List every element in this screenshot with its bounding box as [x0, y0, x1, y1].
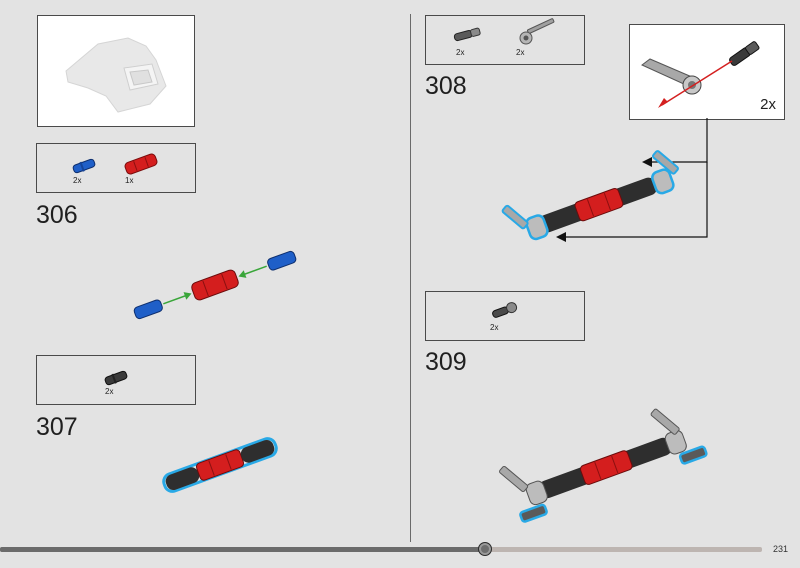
- vehicle-part-illustration: [65, 37, 167, 113]
- step-number: 309: [425, 348, 467, 376]
- page-number: 231: [772, 544, 788, 554]
- progress-fill: [0, 547, 485, 552]
- part-quantity: 1x: [125, 176, 134, 185]
- part-quantity: 2x: [73, 176, 82, 185]
- part-quantity: 2x: [516, 48, 525, 57]
- axle-with-bush-icon: [519, 18, 555, 45]
- callout-multiplier: 2x: [760, 96, 776, 113]
- column-divider: [410, 14, 411, 542]
- part-quantity: 2x: [105, 387, 114, 396]
- black-axle-connector-icon: [104, 370, 128, 386]
- gray-pin-with-bush-icon: [492, 302, 518, 318]
- parts-list-306: 2x 1x: [36, 143, 196, 193]
- assembly-307: [162, 437, 278, 493]
- progress-bar[interactable]: [0, 542, 762, 556]
- step-number: 307: [36, 413, 78, 441]
- step-number: 306: [36, 201, 78, 229]
- callout-arrows: [556, 118, 708, 242]
- assembly-308: [501, 150, 679, 241]
- subassembly-callout: 2x: [629, 24, 785, 120]
- gray-axle-pin-icon: [453, 27, 481, 42]
- parts-list-309: 2x: [425, 291, 585, 341]
- parts-list-307: 2x: [36, 355, 196, 405]
- assembly-306: [133, 250, 297, 320]
- parts-list-308: 2x 2x: [425, 15, 585, 65]
- progress-handle[interactable]: [477, 542, 492, 556]
- part-quantity: 2x: [490, 323, 499, 332]
- red-axle-connector-icon: [124, 153, 158, 175]
- blue-axle-connector-icon: [72, 158, 96, 174]
- subassembly-illustration: [641, 41, 760, 108]
- assembly-309: [499, 408, 708, 523]
- step-number: 308: [425, 72, 467, 100]
- part-quantity: 2x: [456, 48, 465, 57]
- reference-thumbnail: [37, 15, 195, 127]
